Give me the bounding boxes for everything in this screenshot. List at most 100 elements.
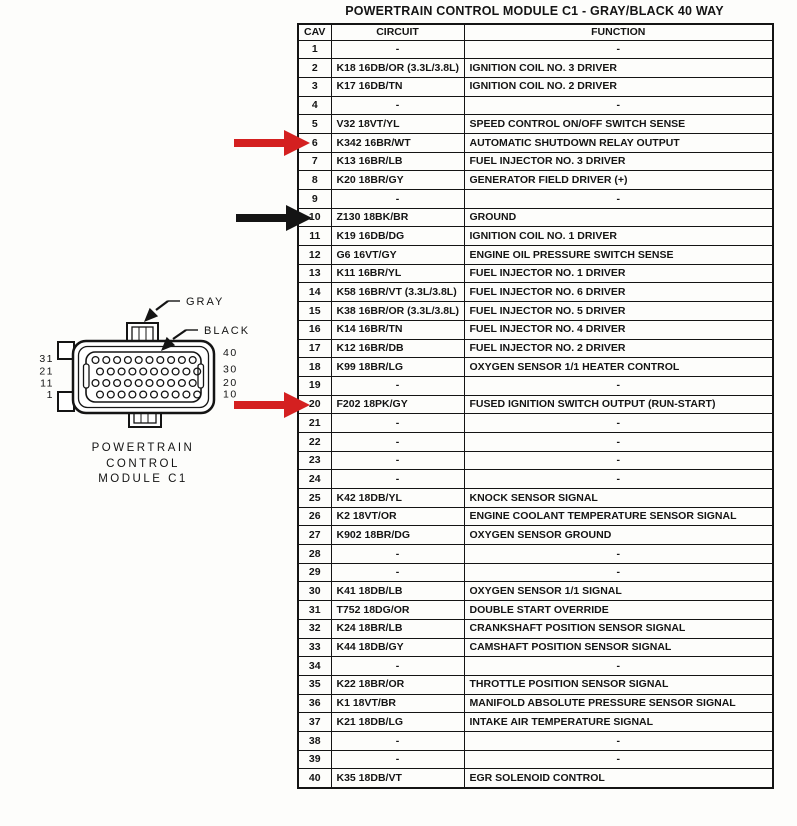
cell-function: - bbox=[463, 656, 774, 676]
cell-function: KNOCK SENSOR SIGNAL bbox=[463, 488, 774, 508]
pin-hole bbox=[123, 355, 132, 365]
cell-cav: 3 bbox=[297, 76, 332, 97]
cell-cav: 33 bbox=[297, 637, 332, 658]
table-row: 24-- bbox=[297, 469, 774, 489]
table-row: 22-- bbox=[297, 431, 774, 452]
cell-circuit: K2 18VT/OR bbox=[330, 506, 465, 527]
cell-circuit: K35 18DB/VT bbox=[330, 768, 465, 788]
cell-function: FUEL INJECTOR NO. 1 DRIVER bbox=[463, 263, 774, 284]
caption-line: MODULE C1 bbox=[98, 473, 188, 485]
pin-hole bbox=[149, 390, 159, 399]
pin-hole bbox=[106, 367, 115, 376]
pin-hole bbox=[156, 378, 165, 388]
pin-number: 11 bbox=[40, 378, 54, 390]
cell-circuit: K21 18DB/LG bbox=[330, 712, 465, 732]
cell-cav: 22 bbox=[297, 431, 332, 452]
pin-hole bbox=[193, 390, 202, 399]
cell-circuit: - bbox=[330, 656, 465, 676]
cell-cav: 38 bbox=[297, 730, 332, 751]
pin-hole bbox=[113, 378, 122, 388]
cell-cav: 34 bbox=[297, 656, 332, 676]
table-row: 34-- bbox=[297, 656, 774, 676]
cell-cav: 37 bbox=[297, 712, 332, 732]
table-row: 9-- bbox=[297, 189, 774, 209]
cell-function: - bbox=[463, 450, 774, 471]
cell-function: - bbox=[463, 95, 774, 116]
cell-cav: 23 bbox=[297, 450, 332, 471]
black-label: BLACK bbox=[204, 325, 250, 337]
cell-function: FUEL INJECTOR NO. 3 DRIVER bbox=[463, 151, 774, 172]
cell-function: GENERATOR FIELD DRIVER (+) bbox=[463, 170, 774, 190]
cell-cav: 14 bbox=[297, 282, 332, 303]
pin-hole bbox=[128, 367, 137, 376]
cell-function: CAMSHAFT POSITION SENSOR SIGNAL bbox=[463, 637, 774, 658]
cell-function: - bbox=[463, 413, 774, 433]
pin-hole bbox=[182, 367, 191, 376]
pin-hole bbox=[188, 355, 197, 365]
cell-cav: 28 bbox=[297, 544, 332, 564]
cell-cav: 30 bbox=[297, 581, 332, 602]
pin-number: 21 bbox=[39, 366, 54, 378]
cell-circuit: - bbox=[330, 189, 465, 209]
pin-number: 10 bbox=[223, 389, 238, 401]
cell-circuit: K902 18BR/DG bbox=[330, 525, 465, 546]
cell-function: INTAKE AIR TEMPERATURE SIGNAL bbox=[463, 712, 774, 732]
cell-function: THROTTLE POSITION SENSOR SIGNAL bbox=[463, 674, 774, 695]
cell-circuit: K44 18DB/GY bbox=[330, 637, 465, 658]
cell-function: ENGINE OIL PRESSURE SWITCH SENSE bbox=[463, 245, 774, 265]
table-row: 4-- bbox=[297, 95, 774, 116]
cell-cav: 27 bbox=[297, 525, 332, 546]
cell-function: - bbox=[463, 375, 774, 396]
pin-hole bbox=[167, 355, 176, 365]
cell-circuit: K20 18BR/GY bbox=[330, 170, 465, 190]
cell-function: IGNITION COIL NO. 2 DRIVER bbox=[463, 76, 774, 97]
red-arrow-cav20 bbox=[234, 392, 310, 418]
cell-function: IGNITION COIL NO. 3 DRIVER bbox=[463, 58, 774, 78]
cell-function: DOUBLE START OVERRIDE bbox=[463, 600, 774, 620]
cell-function: - bbox=[463, 749, 774, 770]
cell-cav: 29 bbox=[297, 562, 332, 583]
page-title: POWERTRAIN CONTROL MODULE C1 - GRAY/BLAC… bbox=[345, 4, 724, 18]
pin-hole bbox=[134, 355, 143, 365]
cell-circuit: K342 16BR/WT bbox=[330, 132, 465, 153]
pin-hole bbox=[134, 378, 143, 388]
pin-hole bbox=[102, 378, 111, 388]
cell-cav: 26 bbox=[297, 506, 332, 527]
cell-function: - bbox=[463, 544, 774, 564]
pin-number: 30 bbox=[223, 364, 238, 376]
cell-circuit: K42 18DB/YL bbox=[330, 488, 465, 508]
pin-number: 31 bbox=[39, 353, 54, 365]
pin-hole bbox=[177, 378, 186, 388]
pin-hole bbox=[171, 390, 180, 399]
cell-circuit: - bbox=[330, 544, 465, 564]
cell-circuit: K22 18BR/OR bbox=[330, 674, 465, 695]
pin-number: 1 bbox=[47, 389, 54, 401]
cell-circuit: - bbox=[330, 730, 465, 751]
cell-cav: 40 bbox=[297, 768, 332, 788]
cell-cav: 8 bbox=[297, 170, 332, 190]
cell-circuit: V32 18VT/YL bbox=[330, 114, 465, 134]
cell-cav: 13 bbox=[297, 263, 332, 284]
cell-cav: 35 bbox=[297, 674, 332, 695]
cell-circuit: K41 18DB/LB bbox=[330, 581, 465, 602]
cell-function: OXYGEN SENSOR GROUND bbox=[463, 525, 774, 546]
cell-circuit: K18 16DB/OR (3.3L/3.8L) bbox=[330, 58, 465, 78]
cell-function: CRANKSHAFT POSITION SENSOR SIGNAL bbox=[463, 618, 774, 639]
cell-circuit: K99 18BR/LG bbox=[330, 357, 465, 377]
header-cav: CAV bbox=[297, 23, 332, 41]
pin-hole bbox=[167, 378, 176, 388]
pin-hole bbox=[149, 367, 159, 376]
cell-circuit: K12 16BR/DB bbox=[330, 338, 465, 359]
cell-circuit: K58 16BR/VT (3.3L/3.8L) bbox=[330, 282, 465, 303]
pin-hole bbox=[95, 390, 105, 399]
